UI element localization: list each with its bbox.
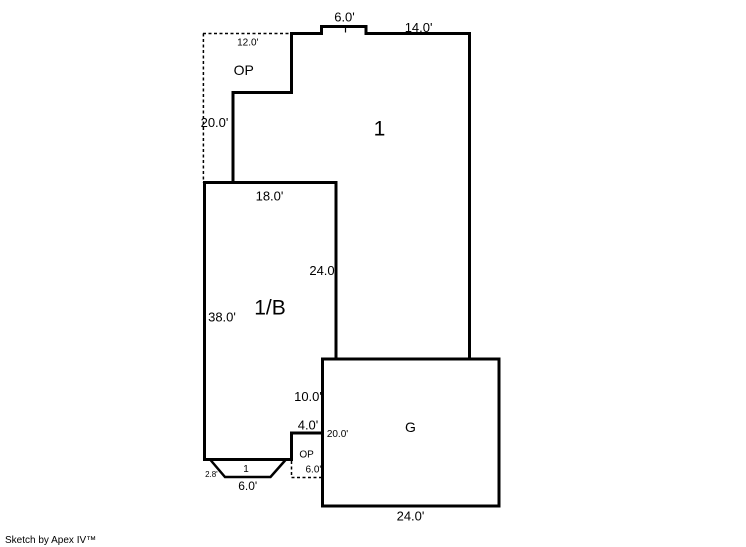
svg-text:20.0': 20.0': [201, 115, 229, 130]
svg-text:1/B: 1/B: [254, 296, 286, 319]
svg-text:6.0': 6.0': [238, 479, 257, 493]
svg-text:18.0': 18.0': [256, 189, 284, 204]
svg-text:14.0': 14.0': [405, 20, 433, 35]
svg-text:24.0: 24.0: [309, 263, 334, 278]
svg-text:Sketch by Apex IV™: Sketch by Apex IV™: [5, 535, 96, 546]
svg-text:4.0': 4.0': [298, 418, 319, 433]
svg-text:1: 1: [374, 118, 386, 141]
svg-text:OP: OP: [234, 62, 254, 78]
svg-text:G: G: [405, 419, 416, 435]
svg-text:6.0': 6.0': [305, 464, 321, 475]
svg-text:10.0': 10.0': [294, 389, 322, 404]
svg-text:24.0': 24.0': [397, 508, 425, 523]
svg-text:1: 1: [243, 464, 249, 475]
svg-text:6.0': 6.0': [334, 10, 355, 25]
svg-text:38.0': 38.0': [208, 309, 236, 324]
svg-text:2.8': 2.8': [205, 470, 218, 479]
svg-text:OP: OP: [299, 449, 314, 460]
svg-text:20.0': 20.0': [327, 429, 348, 440]
svg-text:12.0': 12.0': [237, 37, 258, 48]
